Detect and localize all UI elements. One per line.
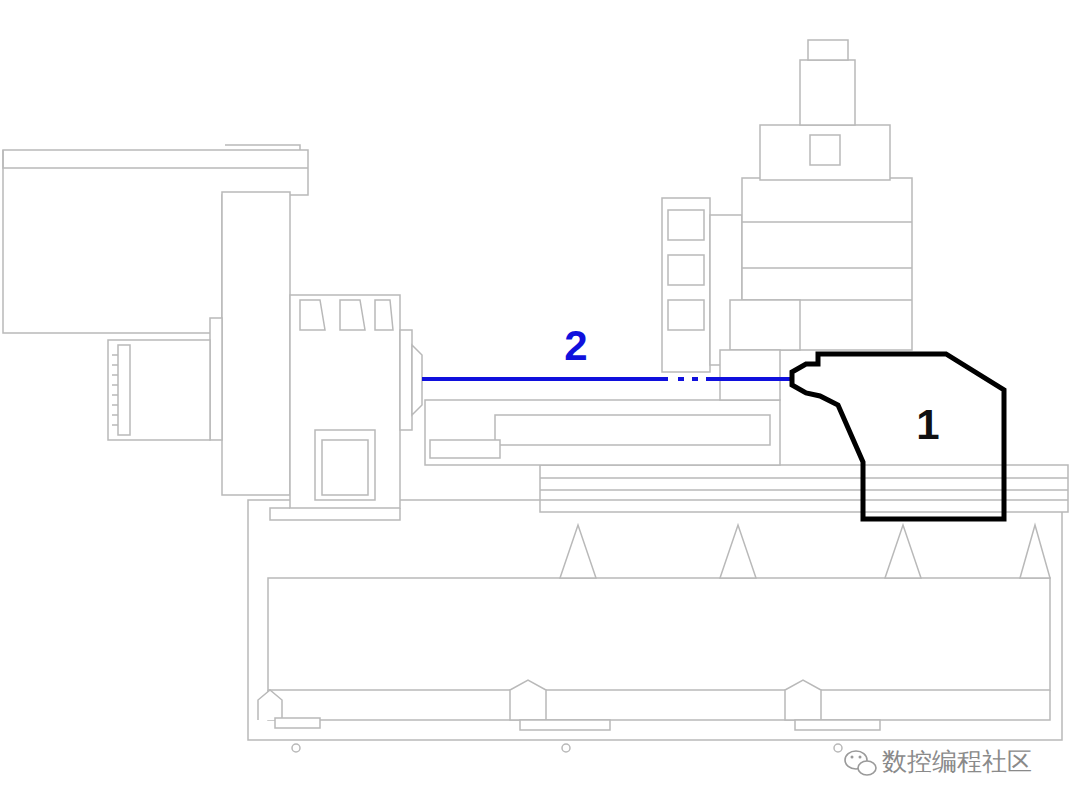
spindle-axis-line <box>422 377 792 381</box>
callout-number: 1 <box>916 404 939 446</box>
rib <box>720 525 756 578</box>
foot <box>510 680 546 720</box>
cross-slide <box>720 350 780 400</box>
tailstock-outline-path <box>792 354 1004 519</box>
servo-motor <box>808 40 848 60</box>
spindle-housing <box>290 295 400 508</box>
foot <box>795 720 880 730</box>
spindle-housing <box>315 430 375 500</box>
slide <box>495 415 770 445</box>
guide-rail <box>540 478 1068 500</box>
pulley <box>112 355 118 425</box>
wechat-icon <box>859 756 862 759</box>
rib <box>560 525 596 578</box>
spindle-axis <box>422 379 792 380</box>
wechat-icon <box>845 751 876 775</box>
callout-number: 2 <box>564 323 587 369</box>
foot <box>834 744 842 752</box>
tailstock-outline: 1 <box>786 350 1010 524</box>
servo-motor <box>800 60 855 125</box>
turret-disc <box>662 198 710 372</box>
headstock-housing <box>222 192 290 495</box>
spindle-housing <box>270 508 400 520</box>
rib <box>885 525 921 578</box>
bed-plinth <box>268 690 1050 720</box>
servo-motor <box>810 135 840 165</box>
foot <box>275 718 320 728</box>
turret-housing <box>730 300 800 350</box>
pulley <box>108 340 210 440</box>
wechat-icon <box>858 761 876 775</box>
bed-panel <box>268 578 1050 690</box>
pulley <box>118 345 130 435</box>
watermark: 数控编程社区 <box>882 748 1032 776</box>
tailstock-outline-shape <box>786 350 1010 524</box>
rib <box>1020 525 1050 578</box>
turret-housing <box>742 222 912 300</box>
machine-bed <box>248 500 1062 740</box>
chuck <box>400 330 412 430</box>
foot <box>562 744 570 752</box>
foot <box>785 680 821 720</box>
spindle-fin <box>300 300 393 330</box>
headstock-motor <box>225 145 300 150</box>
foot <box>258 690 282 720</box>
carriage <box>425 400 780 465</box>
guide-rail <box>540 465 1068 512</box>
foot <box>292 744 300 752</box>
spindle-housing <box>322 440 368 495</box>
slide <box>430 440 500 458</box>
headstock-motor <box>3 150 308 168</box>
foot <box>520 720 610 730</box>
headstock-housing <box>210 318 222 440</box>
servo-motor <box>760 125 890 180</box>
chuck <box>412 345 422 415</box>
tool-holder <box>668 210 704 330</box>
wechat-icon <box>851 756 854 759</box>
